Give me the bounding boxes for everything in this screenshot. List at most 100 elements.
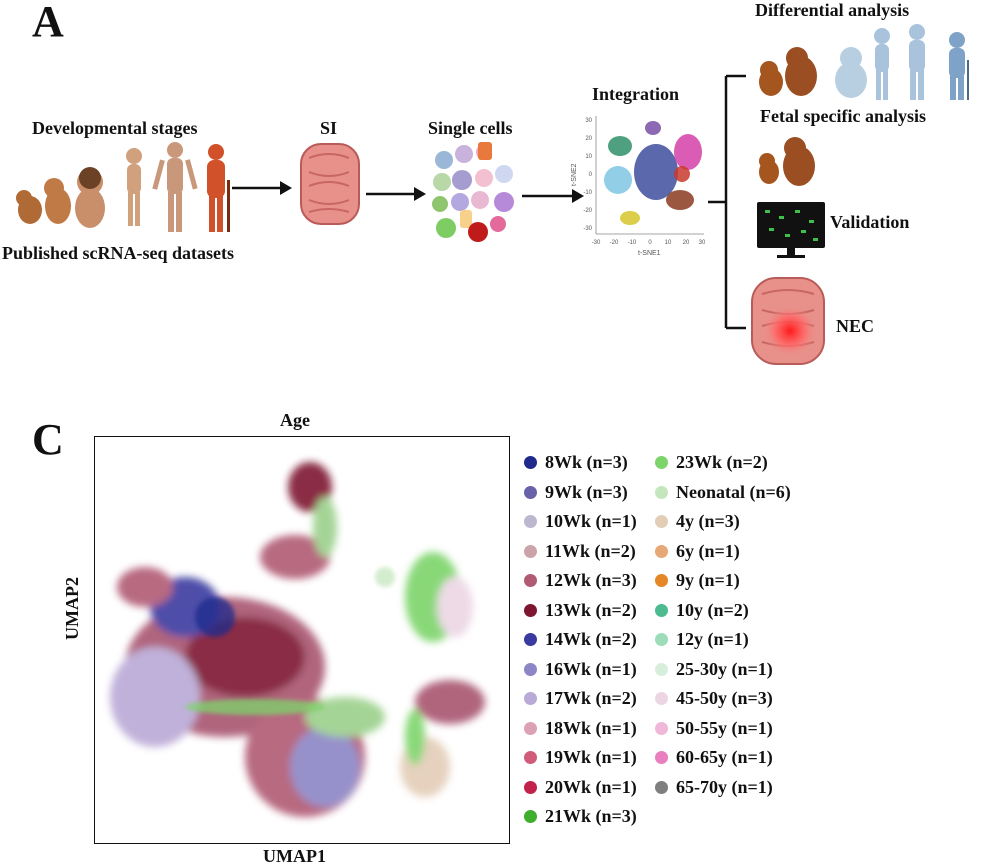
- legend-item: 23Wk (n=2): [655, 452, 768, 473]
- fetus-figure: [75, 167, 105, 228]
- validation-monitor-icon: [757, 202, 825, 258]
- fetus-large-figure: [785, 47, 817, 96]
- tsne-xtick: 0: [648, 240, 652, 246]
- legend-item: 11Wk (n=2): [524, 541, 636, 562]
- legend-swatch: [655, 603, 668, 617]
- embryo-figure-1: [16, 190, 42, 224]
- legend-swatch: [655, 633, 668, 646]
- legend-swatch: [524, 780, 537, 794]
- tsne-xtick: -30: [592, 240, 601, 246]
- legend-label: 20Wk (n=1): [545, 776, 637, 797]
- legend-swatch: [524, 692, 537, 705]
- legend-item: 10y (n=2): [655, 600, 749, 621]
- bracket-connector: [708, 74, 746, 330]
- legend-swatch: [524, 544, 537, 558]
- legend-label: 21Wk (n=3): [545, 806, 637, 826]
- tsne-ytick: 10: [585, 154, 592, 160]
- legend-label: 19Wk (n=1): [545, 747, 637, 767]
- legend-swatch: [655, 515, 668, 528]
- legend-item: 4y (n=3): [655, 511, 740, 532]
- umap-ylabel: UMAP2: [62, 577, 82, 640]
- single-cells-icon: [432, 142, 514, 242]
- umap-region-lower-violet: [290, 727, 360, 807]
- legend-item: 17Wk (n=2): [524, 688, 637, 709]
- panel-a-letter: A: [32, 0, 64, 46]
- legend-item: 13Wk (n=2): [524, 600, 637, 621]
- tsne-ytick: 20: [585, 136, 592, 142]
- legend-label: 23Wk (n=2): [676, 452, 768, 472]
- si-label: SI: [320, 118, 338, 138]
- tsne-ytick: -20: [583, 208, 592, 214]
- legend-item: 21Wk (n=3): [524, 806, 637, 827]
- arrow-2: [366, 187, 426, 201]
- nec-label: NEC: [836, 316, 875, 336]
- legend-label: 12y (n=1): [676, 629, 749, 649]
- legend-label: 10y (n=2): [676, 599, 749, 620]
- legend-swatch: [655, 456, 668, 469]
- adult-blue-figure: [909, 24, 925, 100]
- legend-swatch: [524, 515, 537, 528]
- tsne-ylabel: t-SNE2: [571, 163, 578, 186]
- adult-figure: [152, 142, 198, 232]
- published-datasets-label: Published scRNA-seq datasets: [2, 243, 235, 263]
- legend-swatch: [655, 780, 668, 794]
- legend-label: 18Wk (n=1): [545, 717, 637, 738]
- legend-swatch: [655, 574, 668, 587]
- elderly-figure: [207, 144, 230, 232]
- umap-region-pink: [117, 567, 173, 607]
- legend-item: 20Wk (n=1): [524, 777, 637, 798]
- legend-label: 13Wk (n=2): [545, 599, 637, 620]
- tsne-cluster-yellow: [620, 211, 640, 225]
- legend-swatch: [655, 662, 668, 676]
- legend-item: Neonatal (n=6): [655, 482, 791, 503]
- legend-item: 9Wk (n=3): [524, 482, 628, 503]
- legend-swatch: [524, 662, 537, 676]
- child-blue-figure: [874, 28, 890, 100]
- legend-swatch: [524, 633, 537, 646]
- legend-item: 18Wk (n=1): [524, 718, 637, 739]
- legend-item: 14Wk (n=2): [524, 629, 637, 650]
- umap-region-right-pink: [437, 577, 473, 637]
- legend-item: 12y (n=1): [655, 629, 749, 650]
- legend-label: 11Wk (n=2): [545, 540, 636, 561]
- legend-item: 25-30y (n=1): [655, 659, 773, 680]
- tsne-ytick: -30: [583, 226, 592, 232]
- elderly-blue-figure: [949, 32, 969, 100]
- umap-region-right-bottom-green: [405, 709, 425, 765]
- umap-region-lower-green: [305, 697, 385, 737]
- arrow-1: [232, 181, 292, 195]
- differential-analysis-label: Differential analysis: [755, 0, 910, 20]
- umap-plot-frame: [94, 436, 510, 844]
- legend-label: 14Wk (n=2): [545, 629, 637, 649]
- umap-region-upper-mix: [260, 535, 330, 579]
- tsne-cluster-red: [674, 166, 690, 182]
- umap-region-navy: [195, 597, 235, 637]
- legend-swatch: [524, 485, 537, 499]
- legend-label: 10Wk (n=1): [545, 511, 637, 531]
- fetal-specific-label: Fetal specific analysis: [760, 106, 926, 126]
- child-figure: [126, 148, 142, 226]
- legend-item: 16Wk (n=1): [524, 659, 637, 680]
- tsne-xtick: 20: [683, 240, 690, 246]
- legend-swatch: [524, 456, 537, 469]
- legend-swatch: [655, 544, 668, 558]
- legend-swatch: [524, 721, 537, 735]
- legend-swatch: [655, 721, 668, 735]
- panel-c-letter: C: [32, 415, 64, 464]
- tsne-xtick: -10: [628, 240, 637, 246]
- tsne-cluster-green: [608, 136, 632, 156]
- developmental-stages-figures: [16, 142, 230, 232]
- tsne-plot: t-SNE2 t-SNE1 -30 -20 -10 0 10 20 30 30 …: [571, 116, 706, 257]
- tsne-clusters: [604, 121, 702, 225]
- umap-title: Age: [280, 410, 310, 430]
- tsne-ytick: 0: [589, 172, 593, 178]
- validation-label: Validation: [830, 212, 910, 232]
- tsne-xtick: 10: [665, 240, 672, 246]
- legend-item: 6y (n=1): [655, 541, 740, 562]
- integration-label: Integration: [592, 84, 679, 104]
- legend-label: 60-65y (n=1): [676, 747, 773, 767]
- legend-swatch: [524, 574, 537, 587]
- legend-item: 65-70y (n=1): [655, 777, 773, 798]
- legend-swatch: [524, 751, 537, 764]
- legend-label: 16Wk (n=1): [545, 658, 637, 679]
